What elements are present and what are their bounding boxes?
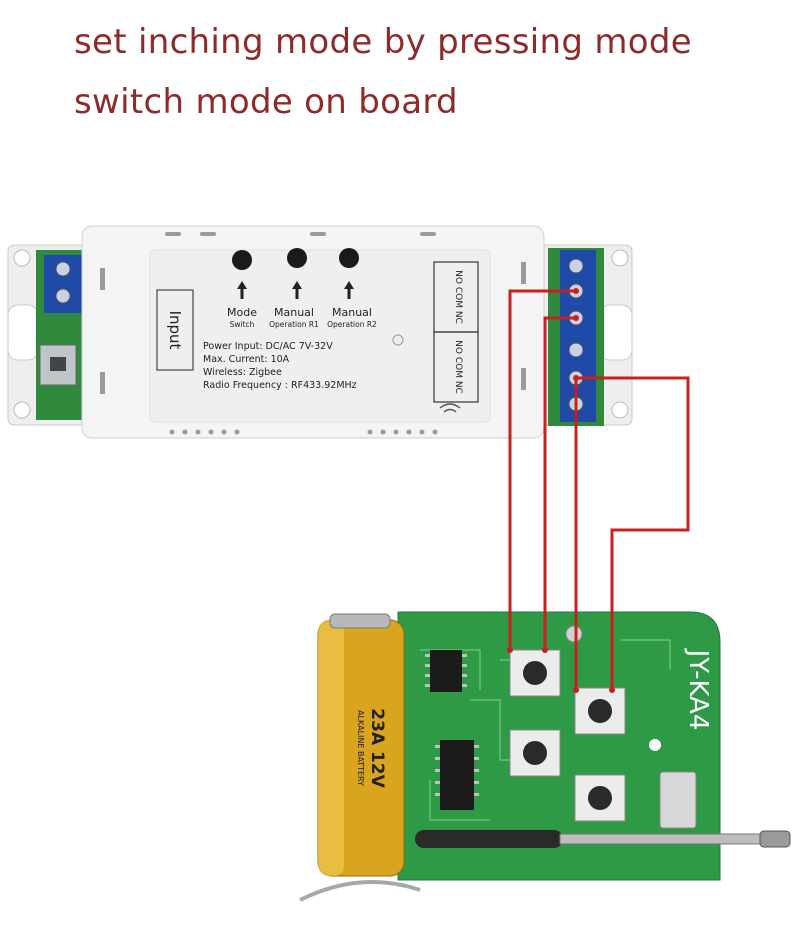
ic-chip-small [430, 650, 462, 692]
battery-brand: ALKALINE BATTERY [356, 710, 365, 786]
manual-r2-button[interactable] [339, 248, 359, 268]
battery-rating: 23A 12V [367, 708, 387, 788]
pcb-hole [649, 739, 661, 751]
arrow-up-icon [292, 281, 302, 299]
caption-line-2: switch mode on board [74, 82, 458, 122]
manual-r1-button[interactable] [287, 248, 307, 268]
battery-terminal [329, 613, 391, 629]
button-sub-mode: Switch [230, 320, 255, 329]
spec-wireless: Wireless: Zigbee [203, 367, 282, 378]
status-led [392, 334, 404, 346]
button-sub-r1: Operation R1 [269, 320, 319, 329]
spec-current: Max. Current: 10A [203, 354, 290, 365]
mode-switch-button[interactable] [232, 250, 252, 270]
wires [508, 289, 690, 690]
button-label-mode: Mode [227, 306, 257, 319]
wire-1 [508, 289, 576, 650]
input-label: Input [166, 311, 184, 350]
spec-power: Power Input: DC/AC 7V-32V [203, 341, 333, 352]
crystal-oscillator [659, 771, 697, 829]
tactile-buttons [509, 649, 626, 822]
arrow-up-icon [237, 281, 247, 299]
relay1-terminal-label: NO COM NC [453, 270, 463, 324]
input-label-box [156, 289, 194, 371]
antenna-rod [559, 833, 771, 845]
output-terminal-block [560, 250, 596, 422]
relay2-terminal-box [433, 331, 479, 403]
button-label-r1: Manual [274, 306, 314, 319]
antenna-coil [415, 830, 563, 848]
mount-hole [565, 625, 583, 643]
remote-control-board: JY-KA4 23A 12V ALKALINE BATTERY [299, 611, 791, 902]
wire-2 [543, 316, 576, 650]
caption-line-1: set inching mode by pressing mode [74, 22, 692, 62]
remote-model-label: JY-KA4 [683, 648, 713, 731]
spec-frequency: Radio Frequency : RF433.92MHz [203, 380, 357, 391]
relay2-terminal-label: NO COM NC [453, 340, 463, 394]
battery-clip [299, 880, 421, 902]
relay-module: Input Mode Switch Manual Operation R1 Ma… [7, 225, 633, 439]
arrow-up-icon [344, 281, 354, 299]
ic-chip-large [440, 740, 474, 810]
button-sub-r2: Operation R2 [327, 320, 377, 329]
wifi-icon [439, 403, 461, 413]
wire-4 [576, 376, 690, 690]
button-label-r2: Manual [332, 306, 372, 319]
